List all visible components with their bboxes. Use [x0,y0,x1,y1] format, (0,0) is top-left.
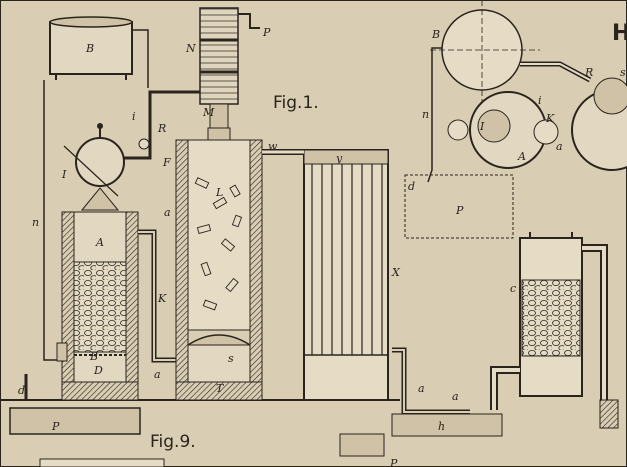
generator-a [61,211,139,401]
label-generator-a: A [95,236,104,249]
label-right-c: c [510,282,516,295]
edge-letter: H [612,21,627,46]
label-right-bottom-partial: P [389,457,398,467]
figure-9-caption: Fig.9. [150,432,196,452]
trough-h [391,413,503,437]
vessel-a [447,91,547,169]
right-base [599,399,619,429]
label-p-bottom: P [51,420,60,433]
label-n-left: n [32,216,39,229]
label-w: w [268,140,278,153]
retort-i [63,123,125,211]
label-right-n: n [422,108,429,121]
pipe-n-right [427,47,442,183]
figure-1-caption: Fig.1. [273,93,319,113]
label-t: T [216,382,225,395]
label-d-lower: D [93,364,103,377]
label-right-i-roman: I [479,120,485,133]
label-right-h: h [438,420,445,433]
label-right-k: K [545,112,555,125]
label-m: M [202,106,215,119]
label-right-a-trough: a [452,390,459,403]
storage-tank-b [49,16,133,80]
label-f: F [162,156,171,169]
label-right-i: i [538,94,542,107]
sphere-b [430,0,540,110]
label-right-a-pipe: a [418,382,425,395]
valve-b [56,342,68,362]
water-trough-p [9,374,165,467]
label-right-b: B [431,28,440,41]
label-l: L [215,186,223,199]
label-k: K [157,292,167,305]
label-i-left: i [132,110,136,123]
label-right-a-upper: A [517,150,526,163]
outlet-pipe-a [339,347,470,457]
condenser-x [262,149,389,401]
label-r-left: R [157,122,166,135]
pipe-n-left [43,29,149,361]
label-column-n: N [185,42,196,55]
label-right-s: s [620,66,626,79]
label-a-left: a [164,206,171,219]
vessel-right [520,61,627,171]
purifier-c [490,232,608,410]
coke-column-l [175,127,263,401]
label-right-p: P [455,204,464,217]
label-b-lower: B [89,350,98,363]
label-s: s [228,352,234,365]
dashed-box-p [404,174,514,239]
label-a-lower: a [154,368,161,381]
label-y: y [335,152,343,165]
label-right-r: R [584,66,593,79]
label-retort-i: I [61,168,67,181]
label-d-left: d [18,384,25,397]
label-tank-b: B [85,42,94,55]
label-p-top: P [262,26,271,39]
scrubber-n [199,7,260,129]
label-x: X [391,266,401,279]
pipe-r [124,90,210,363]
label-right-a-lower: a [556,140,563,153]
label-right-d: d [408,180,415,193]
